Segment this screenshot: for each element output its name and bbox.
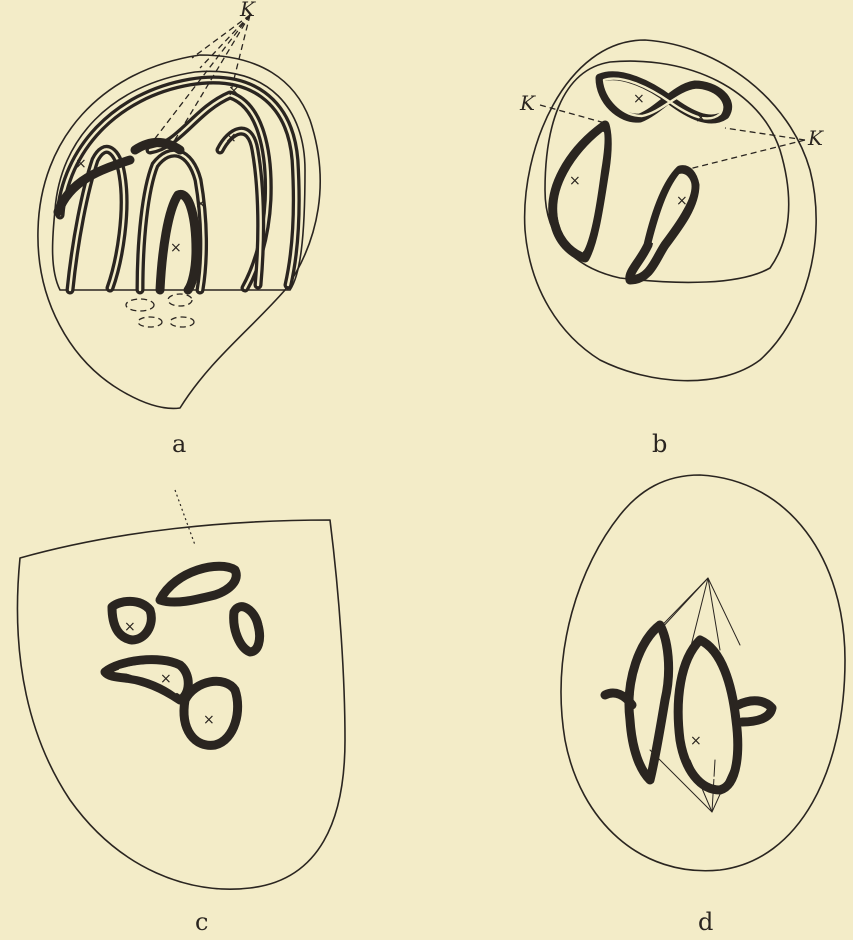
marker-a1: × xyxy=(228,83,240,99)
panel-label-b: b xyxy=(652,430,667,458)
marker-a2: × xyxy=(225,130,237,146)
chromosomes-a xyxy=(58,80,296,290)
panel-b: K K × × × × b xyxy=(519,40,824,458)
k-pointers-b xyxy=(540,105,805,170)
marker-b4: × xyxy=(676,193,688,209)
marker-a4: × xyxy=(195,196,207,212)
marker-c2: × xyxy=(160,671,172,687)
marker-c3: × xyxy=(203,712,215,728)
marker-d2: × xyxy=(690,733,702,749)
marker-a3: × xyxy=(75,156,87,172)
panel-label-a: a xyxy=(172,430,186,458)
chromosomes-d xyxy=(605,625,772,790)
cell-outline-d xyxy=(561,475,845,871)
panel-c: × × × c xyxy=(17,490,345,936)
marker-b2: × xyxy=(695,110,707,126)
panel-d: × × d xyxy=(561,475,845,936)
panel-a: K × × × × × a xyxy=(38,0,320,458)
cell-outline-b xyxy=(525,40,817,381)
marker-a5: × xyxy=(170,240,182,256)
panel-label-d: d xyxy=(698,908,713,936)
marker-b1: × xyxy=(633,91,645,107)
marker-d1: × xyxy=(624,684,636,700)
nucleolus-a xyxy=(126,294,194,327)
k-label-b-left: K xyxy=(519,91,536,115)
k-label-a: K xyxy=(239,0,256,21)
marker-b3: × xyxy=(569,173,581,189)
panel-label-c: c xyxy=(195,908,208,936)
pointer-c xyxy=(175,490,195,545)
k-label-b-right: K xyxy=(807,126,824,150)
chromosomes-c xyxy=(105,566,260,745)
marker-c1: × xyxy=(124,619,136,635)
